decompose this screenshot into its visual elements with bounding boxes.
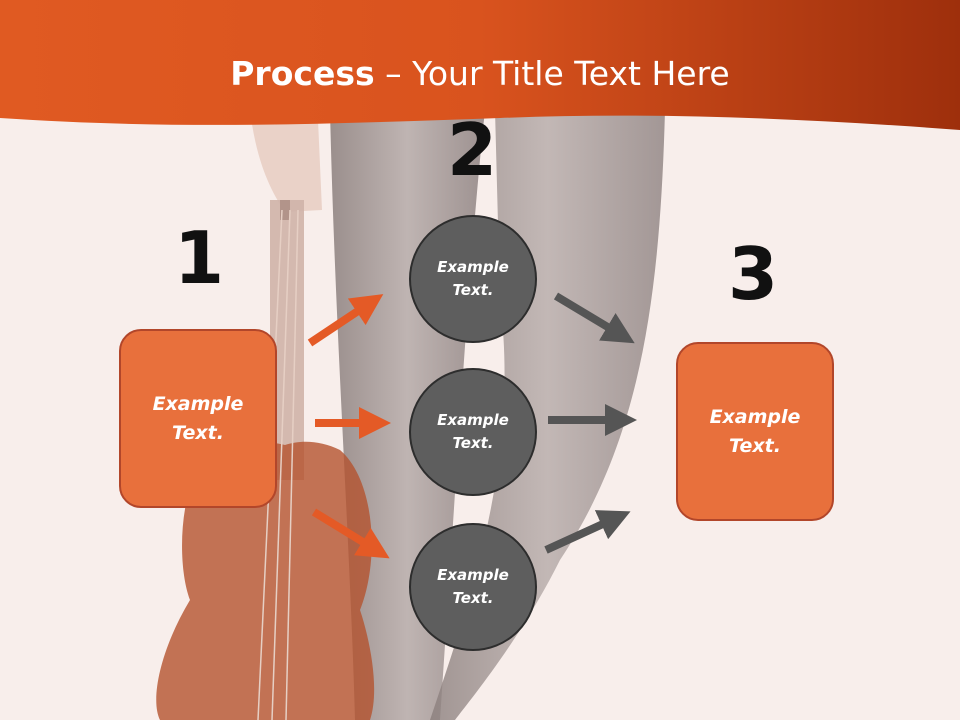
arrow-gray-up [544, 510, 631, 554]
right-box-line2: Text. [729, 434, 781, 457]
circle-bottom-line2: Text. [452, 589, 494, 607]
left-box-line2: Text. [172, 421, 224, 444]
step-number-1: 1 [173, 216, 225, 300]
slide-title: Process – Your Title Text Here [0, 52, 960, 96]
circle-middle-line1: Example [437, 411, 509, 429]
left-box-line1: Example [152, 392, 244, 415]
arrow-gray-down [553, 292, 635, 344]
circle-top-line1: Example [437, 258, 509, 276]
step-number-2: 2 [446, 108, 498, 192]
title-bold: Process [230, 54, 375, 93]
circle-bottom-line1: Example [437, 566, 509, 584]
circle-middle-line2: Text. [452, 434, 494, 452]
circle-top-line2: Text. [452, 281, 494, 299]
step-number-3: 3 [727, 232, 779, 316]
arrow-orange-down [311, 508, 390, 559]
arrow-orange-up [307, 294, 384, 347]
right-box-line1: Example [709, 405, 801, 428]
title-rest: – Your Title Text Here [374, 54, 730, 93]
